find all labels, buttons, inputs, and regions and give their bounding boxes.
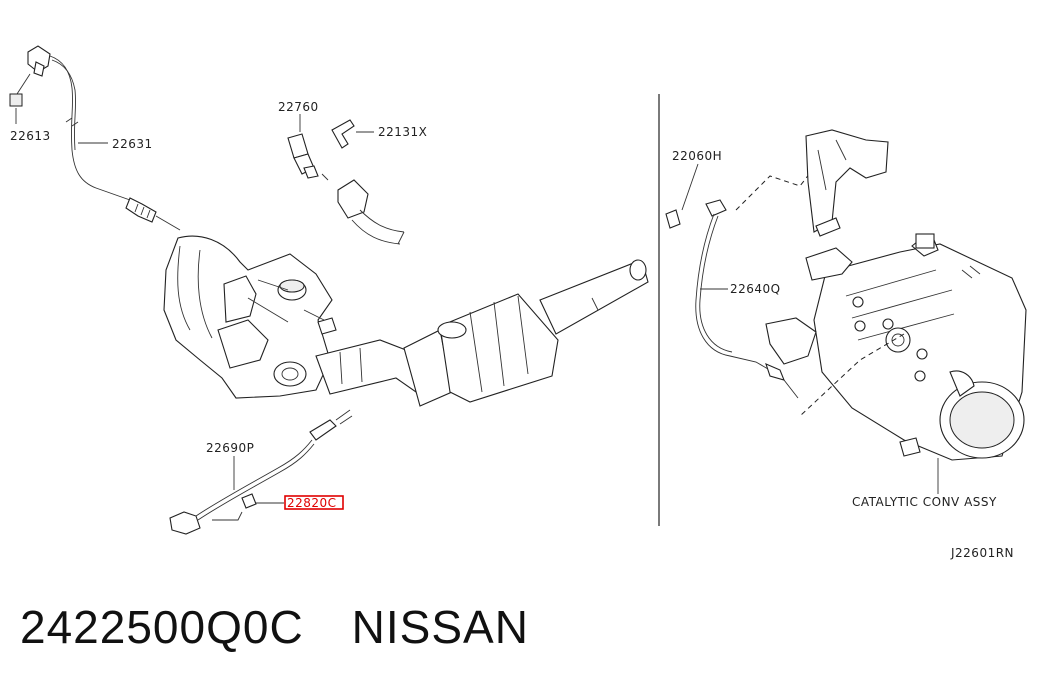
sensor-22631 xyxy=(9,45,181,231)
sensor-22760 xyxy=(287,133,329,181)
part-number: 2422500Q0C xyxy=(20,601,304,653)
part-caption: 2422500Q0C NISSAN xyxy=(20,600,529,654)
label-22131x: 22131X xyxy=(378,125,427,139)
label-22820c: 22820C xyxy=(287,496,337,510)
brand-name: NISSAN xyxy=(351,601,529,653)
bracket-22131x xyxy=(331,119,355,149)
label-catalytic-conv-assy: CATALYTIC CONV ASSY xyxy=(852,495,997,509)
label-22760: 22760 xyxy=(278,100,319,114)
highlight-22820c xyxy=(284,495,344,510)
label-22613: 22613 xyxy=(10,129,51,143)
turbo-exhaust-assembly xyxy=(163,235,649,407)
pipe-fragment xyxy=(337,179,405,245)
sensor-22640q xyxy=(665,199,799,399)
sensor-22690p xyxy=(169,409,353,535)
label-22631: 22631 xyxy=(112,137,153,151)
label-22690p: 22690P xyxy=(206,441,254,455)
label-22640q: 22640Q xyxy=(730,282,781,296)
reference-code: J22601RN xyxy=(950,546,1014,560)
catalytic-converter-assembly xyxy=(765,129,1027,461)
label-22060h: 22060H xyxy=(672,149,722,163)
